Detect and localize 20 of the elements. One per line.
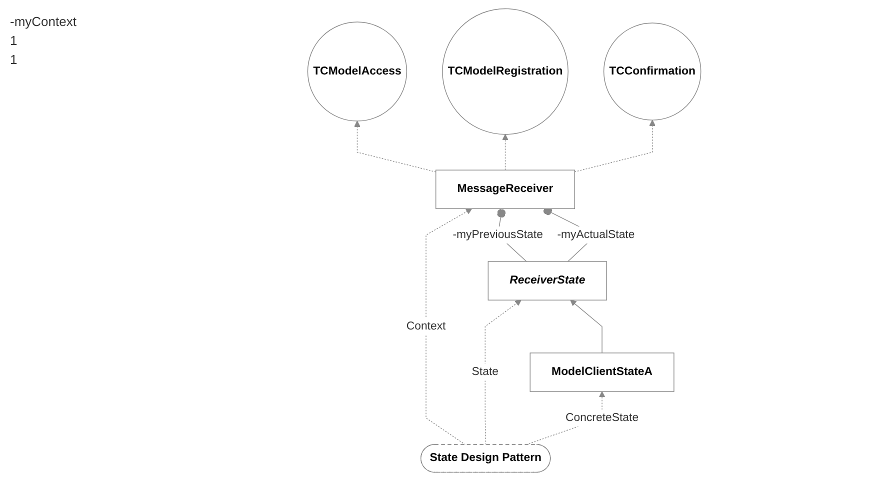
node-circle: TCConfirmation [603, 22, 701, 120]
edge-label: -myPreviousState [452, 228, 543, 241]
edge-label: -myActualState [556, 228, 634, 241]
note-label: 1 [10, 52, 18, 67]
arrow [425, 208, 472, 446]
arrow [570, 300, 602, 354]
note-label: 1 [10, 33, 18, 48]
node-box: MessageReceiver [435, 170, 575, 210]
arrow [502, 134, 508, 170]
note-label: -myContext [10, 14, 78, 29]
edge-label: Context [406, 320, 446, 332]
arrow [484, 300, 522, 446]
node-box: ReceiverState [488, 261, 607, 300]
node-circle: TCModelRegistration [442, 8, 568, 135]
node-box: ModelClientStateA [529, 352, 674, 392]
arrow [574, 120, 656, 172]
node-circle: TCModelAccess [307, 22, 407, 122]
arrow [354, 120, 436, 172]
edge-label: ConcreteState [565, 412, 638, 424]
edge-label: State [471, 366, 498, 378]
